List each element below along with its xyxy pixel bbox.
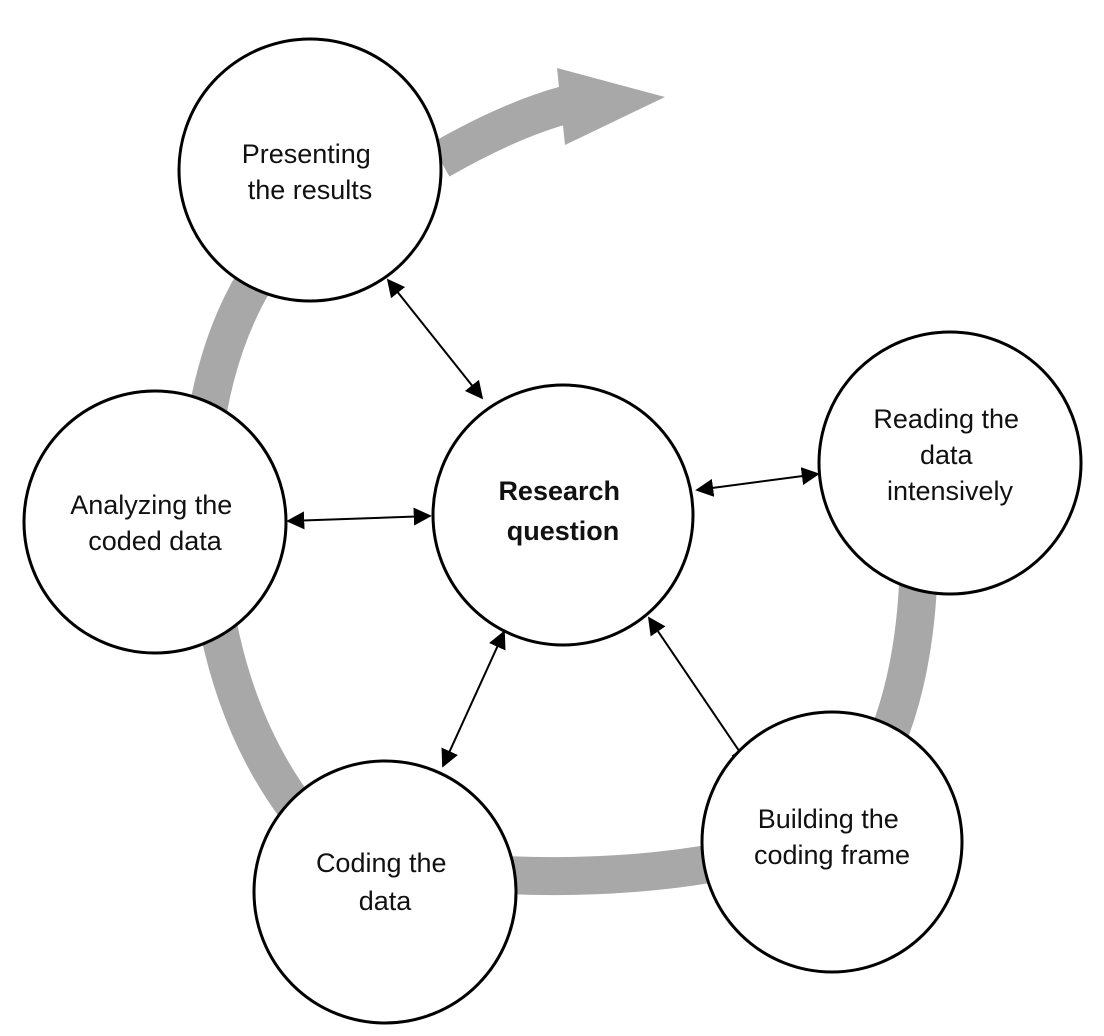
node-presenting-label: Presenting the results [242, 139, 379, 205]
node-reading-line-1: Reading the [873, 404, 1019, 434]
node-reading-circle [817, 330, 1083, 596]
cycle-segment-presenting-exit [430, 86, 571, 177]
exit-arrowhead [557, 68, 665, 145]
node-analyzing-circle [22, 389, 288, 655]
node-research-question: Research question [431, 383, 695, 647]
node-presenting-circle [177, 37, 443, 303]
node-building-circle [700, 710, 964, 974]
node-building-line-1: Building the [758, 804, 899, 834]
node-presenting: Presenting the results [177, 37, 443, 303]
node-building-line-2: coding frame [754, 840, 910, 870]
connector-center-reading [695, 467, 820, 497]
connector-analyzing-center [286, 507, 432, 530]
center-line-1: Research [498, 476, 620, 506]
node-reading-line-2: data [920, 440, 974, 470]
center-label: Research question [498, 476, 627, 546]
node-reading: Reading the data intensively [817, 330, 1083, 596]
node-analyzing-line-2: coded data [88, 526, 223, 556]
node-analyzing: Analyzing the coded data [22, 389, 288, 655]
connector-center-coding [441, 630, 506, 768]
connector-center-building [647, 616, 750, 766]
node-analyzing-label: Analyzing the coded data [70, 490, 240, 556]
node-coding: Coding the data [252, 759, 518, 1025]
node-presenting-line-1: Presenting [242, 139, 371, 169]
node-reading-label: Reading the data intensively [873, 404, 1026, 506]
connector-arrows [286, 278, 820, 768]
node-coding-circle [252, 759, 518, 1025]
cycle-segment-building-to-coding [504, 843, 724, 896]
node-reading-line-3: intensively [887, 476, 1014, 506]
node-presenting-line-2: the results [248, 175, 373, 205]
node-building: Building the coding frame [700, 710, 964, 974]
node-analyzing-line-1: Analyzing the [70, 490, 232, 520]
node-coding-line-2: data [359, 886, 413, 916]
node-coding-line-1: Coding the [316, 848, 447, 878]
connector-presenting-center [386, 278, 484, 400]
node-coding-label: Coding the data [316, 848, 454, 916]
cycle-segment-analyzing-to-presenting [189, 270, 272, 414]
node-building-label: Building the coding frame [754, 804, 910, 870]
center-line-2: question [507, 516, 620, 546]
center-circle [431, 383, 695, 647]
